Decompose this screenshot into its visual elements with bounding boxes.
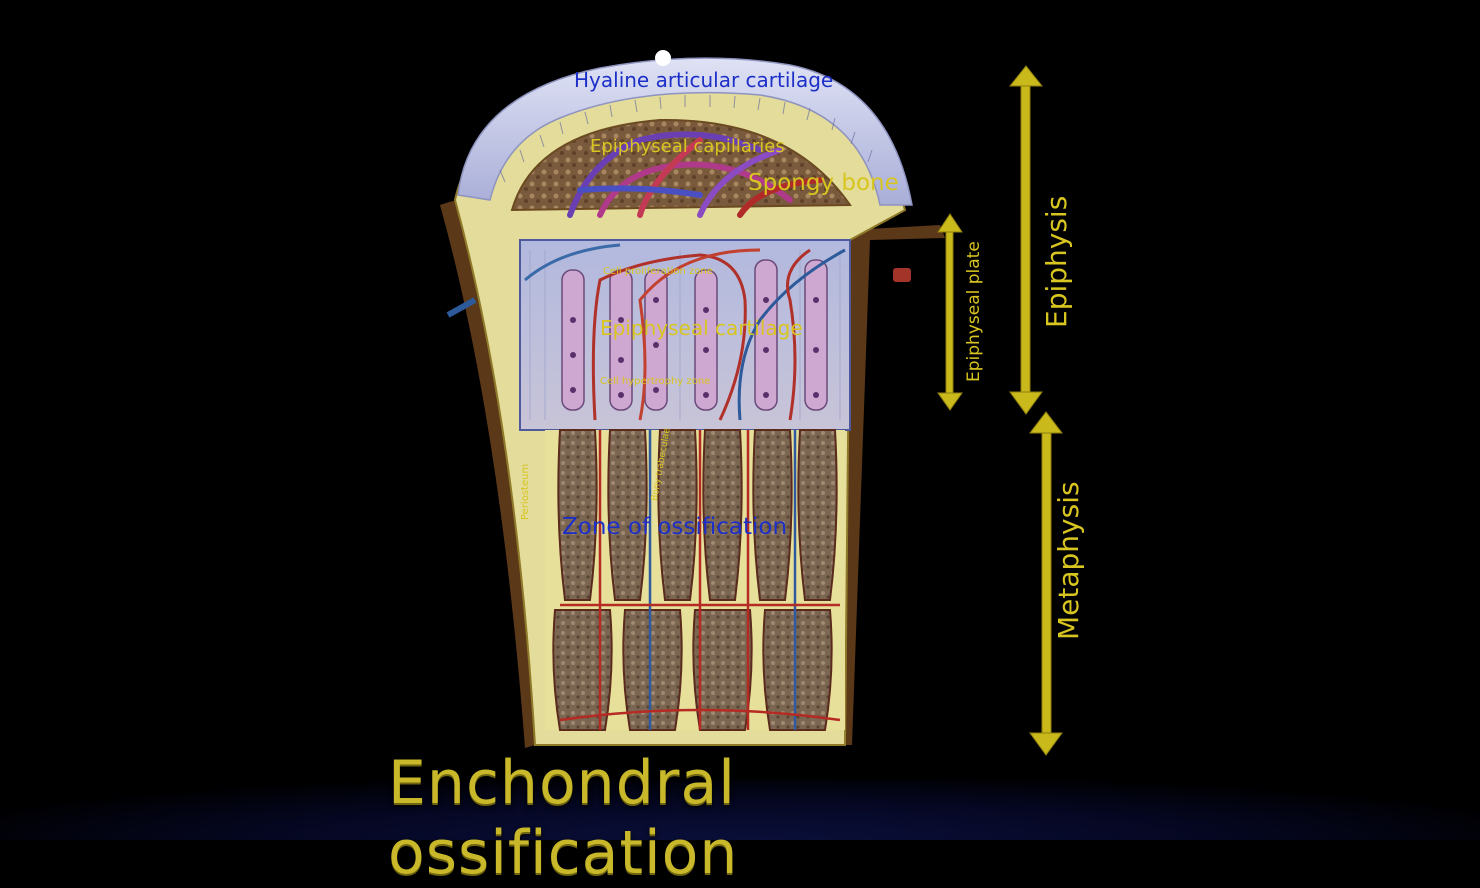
- label-epiphyseal-plate: Epiphyseal plate: [964, 241, 984, 382]
- label-hyaline-cartilage: Hyaline articular cartilage: [574, 68, 834, 92]
- label-epiphysis: Epiphysis: [1040, 195, 1073, 328]
- cartilage-vessels: [524, 243, 846, 421]
- diagram-title: Enchondral ossification: [388, 748, 739, 888]
- vessel-stub-left: [446, 297, 477, 318]
- label-zone-of-ossification: Zone of ossification: [562, 514, 788, 540]
- label-cell-proliferation-zone: Cell proliferation zone: [603, 266, 713, 277]
- chondrocyte-columns: [561, 259, 828, 411]
- region-arrows: [937, 65, 1064, 756]
- articular-cartilage: [457, 57, 913, 206]
- label-spongy-bone: Spongy bone: [748, 170, 899, 196]
- label-periosteum: Periosteum: [520, 463, 531, 520]
- epiphyseal-capillaries: [567, 131, 823, 218]
- periosteum-right: [845, 225, 945, 745]
- floor-glow: [0, 780, 1480, 840]
- label-epiphyseal-capillaries: Epiphyseal capillaries: [590, 136, 785, 157]
- label-epiphyseal-cartilage: Epiphyseal cartilage: [600, 316, 803, 340]
- light-highlight: [655, 50, 671, 66]
- label-metaphysis: Metaphysis: [1052, 481, 1085, 640]
- label-cell-hypertrophy-zone: Cell hypertrophy zone: [600, 376, 711, 387]
- bone-cross-section: [440, 50, 1064, 756]
- vessel-stub-right: [893, 268, 911, 282]
- bony-trabeculae: [545, 429, 845, 731]
